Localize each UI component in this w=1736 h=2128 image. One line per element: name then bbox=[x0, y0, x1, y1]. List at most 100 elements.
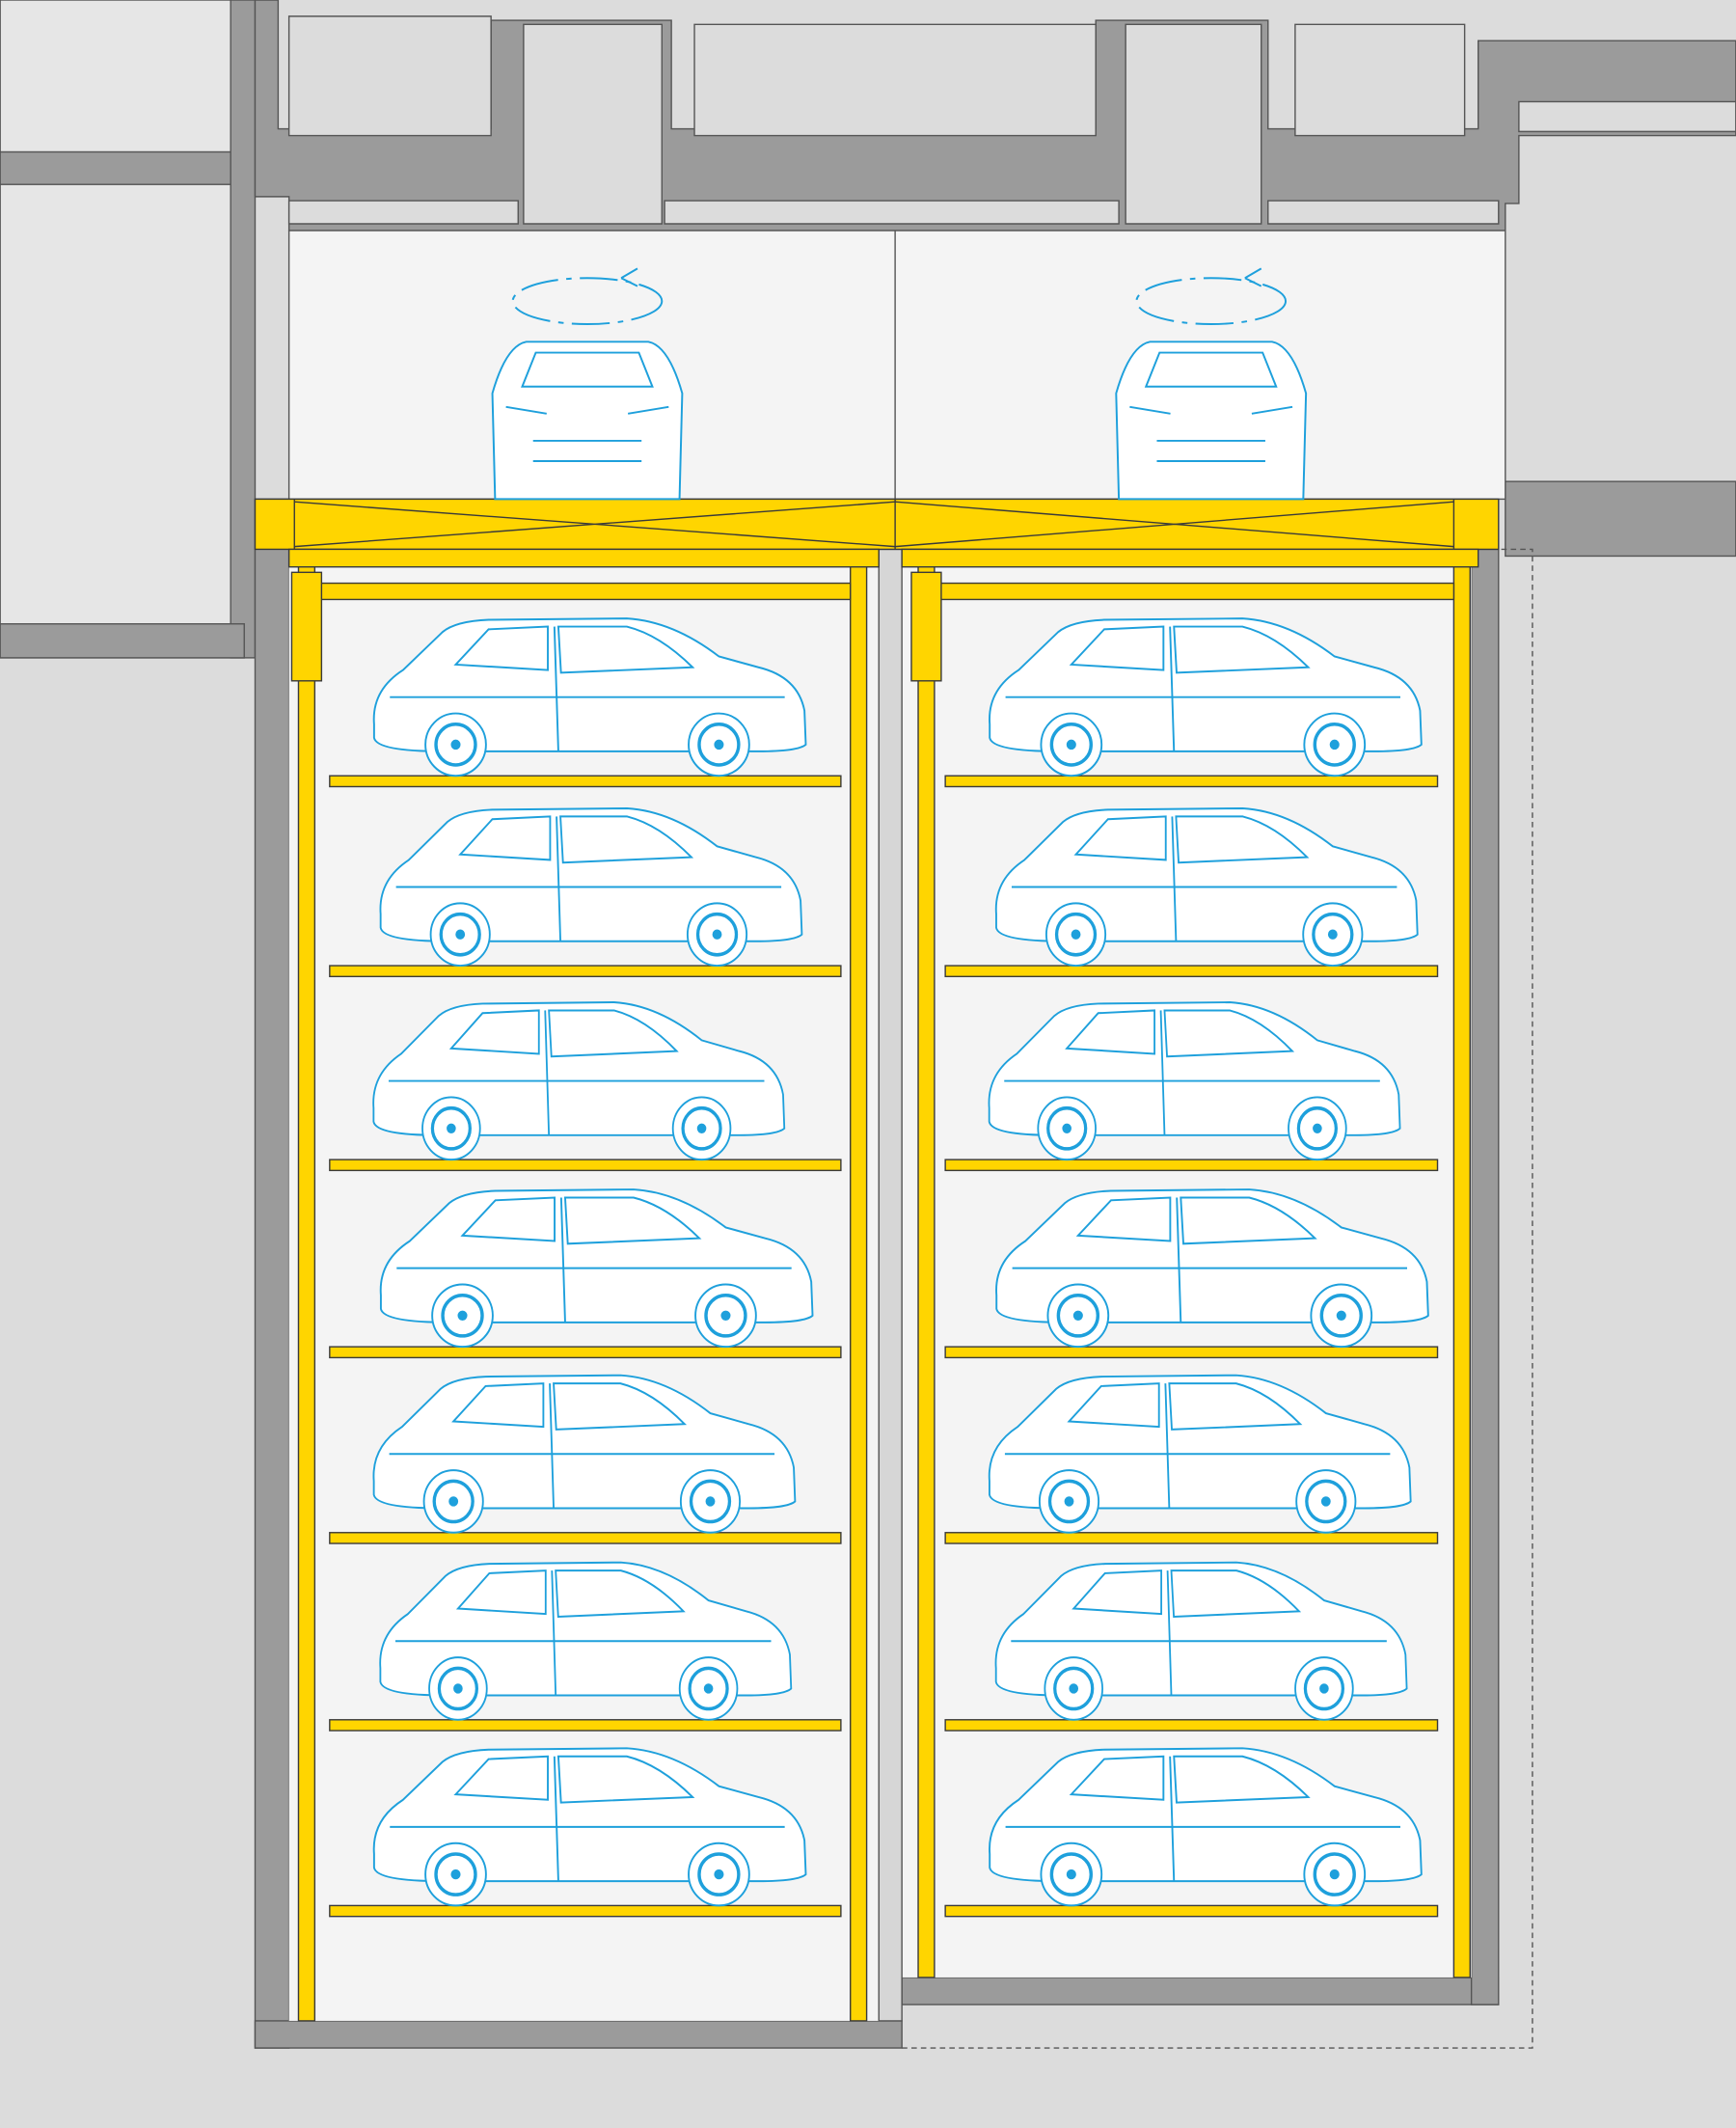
wheel-rim bbox=[1313, 723, 1356, 767]
car-windows bbox=[455, 1569, 686, 1618]
hoist-unit bbox=[290, 571, 323, 682]
parked-car bbox=[988, 1001, 1401, 1161]
pallet-level-6 bbox=[329, 1719, 842, 1732]
turntable-car-1 bbox=[491, 267, 684, 501]
wheel-hub bbox=[1069, 1683, 1079, 1694]
pallet-level-7 bbox=[329, 1904, 842, 1918]
car-windows bbox=[1069, 1755, 1311, 1804]
front-details bbox=[505, 405, 669, 463]
parked-car bbox=[989, 1747, 1423, 1907]
pallet-level-4 bbox=[329, 1346, 842, 1359]
wheel-hub bbox=[1327, 929, 1338, 940]
rotation-arrow-icon bbox=[1135, 277, 1288, 326]
wheel-hub bbox=[455, 929, 466, 940]
pallet-level-2 bbox=[329, 965, 842, 978]
wheel-rim bbox=[1054, 912, 1098, 957]
wheel-rim bbox=[1296, 1105, 1338, 1151]
wheel-hub bbox=[720, 1310, 731, 1322]
wheel-rim bbox=[434, 1852, 477, 1896]
wheel-hub bbox=[1071, 929, 1081, 940]
guide-post bbox=[850, 566, 868, 2022]
bays bbox=[290, 566, 1471, 2022]
wheel-hub bbox=[1313, 1123, 1322, 1133]
arrowhead-icon bbox=[620, 267, 638, 287]
wheel-rim bbox=[695, 912, 739, 957]
car-lines bbox=[1011, 816, 1397, 941]
pallet-level-2 bbox=[944, 965, 1439, 978]
wheel-rim bbox=[704, 1293, 747, 1338]
guide-post bbox=[1452, 566, 1471, 1978]
rotation-arrow-icon bbox=[511, 277, 664, 326]
car-lines bbox=[394, 1570, 772, 1696]
pallet-level-7 bbox=[944, 1904, 1439, 1918]
wheel-rim bbox=[430, 1105, 472, 1151]
turntable-room bbox=[287, 230, 1506, 501]
wheel-rim bbox=[697, 1852, 741, 1896]
right-pit-floor bbox=[901, 1977, 1500, 2005]
car-lines bbox=[1004, 1383, 1391, 1509]
wheel-hub bbox=[1072, 1310, 1083, 1322]
wheel-rim bbox=[1056, 1293, 1100, 1338]
top-crossbar bbox=[935, 582, 1455, 601]
car-windows bbox=[1073, 815, 1310, 864]
wheel-hub bbox=[712, 929, 722, 940]
car-windows bbox=[453, 625, 695, 674]
right-shaft-wall bbox=[1470, 548, 1500, 2005]
pallet-level-3 bbox=[329, 1159, 842, 1172]
bay-2 bbox=[910, 566, 1471, 1978]
car-windows bbox=[1065, 1009, 1295, 1058]
bay-1 bbox=[290, 566, 868, 2022]
car-windows bbox=[1069, 625, 1311, 674]
car-lines bbox=[1005, 1756, 1400, 1882]
wheel-rim bbox=[689, 1479, 732, 1524]
wheel-rim bbox=[688, 1666, 729, 1711]
right-slab bbox=[1505, 480, 1736, 558]
guide-post bbox=[297, 566, 316, 2022]
wheel-hub bbox=[1066, 1869, 1076, 1880]
wheel-rim bbox=[1312, 912, 1354, 957]
wheel-hub bbox=[714, 739, 724, 750]
wheel-rim bbox=[1313, 1852, 1356, 1896]
car-windows bbox=[460, 1196, 702, 1245]
parked-car bbox=[995, 1188, 1429, 1349]
parked-car bbox=[379, 1561, 793, 1721]
wheel-rim bbox=[432, 1479, 475, 1524]
wheel-hub bbox=[448, 1496, 459, 1507]
turntable-car-2 bbox=[1115, 267, 1308, 501]
car-lines bbox=[388, 1010, 765, 1135]
center-column bbox=[878, 548, 903, 2022]
car-windows bbox=[1067, 1382, 1303, 1431]
car-lines bbox=[1005, 626, 1400, 751]
car-windows bbox=[453, 1755, 695, 1804]
parked-car bbox=[372, 1374, 797, 1534]
wheel-rim bbox=[1047, 1479, 1091, 1524]
car-lines bbox=[395, 816, 782, 941]
pallet-level-3 bbox=[944, 1159, 1439, 1172]
wheel-hub bbox=[1329, 739, 1340, 750]
pallet-level-5 bbox=[944, 1532, 1439, 1544]
parked-car bbox=[372, 1747, 807, 1907]
wheel-hub bbox=[453, 1683, 463, 1694]
wheel-hub bbox=[447, 1123, 456, 1133]
wheel-rim bbox=[1305, 1479, 1347, 1524]
wheel-hub bbox=[696, 1123, 707, 1133]
car-lines bbox=[1004, 1010, 1380, 1135]
left-shaft-wall bbox=[254, 498, 290, 2049]
wheel-rim bbox=[697, 723, 741, 767]
car-lines bbox=[1011, 1570, 1387, 1696]
top-crossbar bbox=[313, 582, 852, 601]
car-lines bbox=[396, 1197, 792, 1323]
wheel-hub bbox=[1064, 1496, 1074, 1507]
wheel-hub bbox=[1062, 1123, 1071, 1133]
car-lines bbox=[1012, 1197, 1408, 1323]
windshield bbox=[521, 351, 654, 388]
car-windows bbox=[458, 815, 694, 864]
wheel-hub bbox=[1066, 739, 1076, 750]
pallet-level-1 bbox=[944, 775, 1439, 788]
wheel-rim bbox=[441, 1293, 484, 1338]
steel-beam bbox=[254, 498, 1500, 568]
wheel-hub bbox=[1320, 1496, 1331, 1507]
car-windows bbox=[1071, 1569, 1302, 1618]
